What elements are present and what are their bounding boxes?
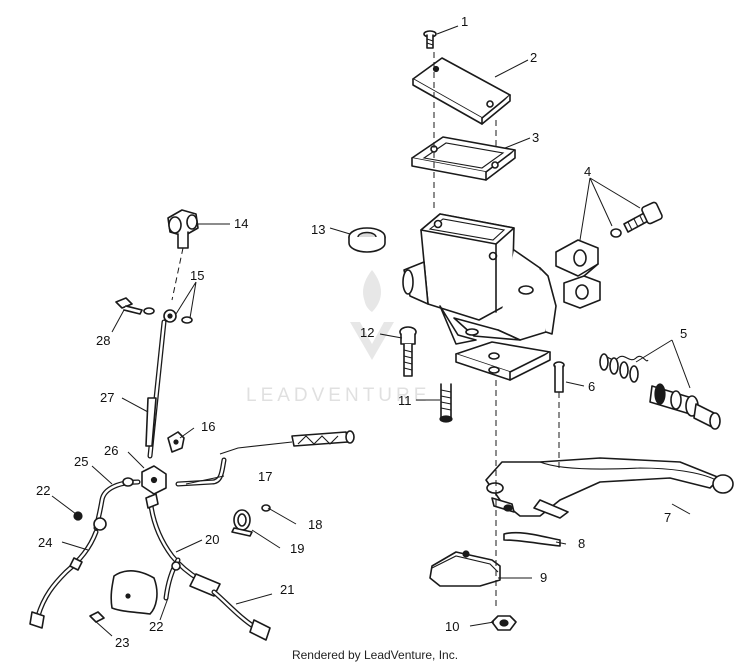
callout-4: 4: [584, 164, 591, 179]
part-14-tee-fitting: [167, 209, 199, 249]
callout-5: 5: [680, 326, 687, 341]
callout-27: 27: [100, 390, 114, 405]
callout-19: 19: [290, 541, 304, 556]
part-27-brake-line: [145, 319, 167, 459]
part-24-brake-hose: [29, 529, 99, 629]
part-23-bolt: [89, 611, 105, 623]
master-cylinder-body: [402, 213, 557, 345]
part-6-pin: [553, 361, 565, 393]
callout-25: 25: [74, 454, 88, 469]
part-4-clamp: [555, 201, 663, 309]
callout-13: 13: [311, 222, 325, 237]
callout-14: 14: [234, 216, 248, 231]
part-7-brake-lever: [485, 457, 734, 519]
callout-16: 16: [201, 419, 215, 434]
part-8-spring: [503, 531, 561, 547]
callout-2: 2: [530, 50, 537, 65]
callout-12: 12: [360, 325, 374, 340]
part-1-screw: [423, 30, 437, 49]
lever-mount-bracket: [455, 341, 551, 381]
part-26-junction-block: [141, 465, 167, 495]
part-21-brake-hose: [189, 573, 271, 641]
part-3-diaphragm: [411, 136, 516, 181]
part-20-brake-hose: [145, 493, 203, 583]
part-5-piston-kit: [599, 353, 721, 430]
callout-22-lower: 22: [149, 619, 163, 634]
callout-7: 7: [664, 510, 671, 525]
callouts: 1 2 3 4 5 6 7 8 9 10 11 12 13 14 15 16 1…: [36, 14, 687, 650]
callout-23: 23: [115, 635, 129, 650]
callout-6: 6: [588, 379, 595, 394]
callout-21: 21: [280, 582, 294, 597]
part-28-bolt: [115, 297, 143, 315]
callout-9: 9: [540, 570, 547, 585]
callout-28: 28: [96, 333, 110, 348]
callout-8: 8: [578, 536, 585, 551]
part-10-nut: [491, 615, 517, 631]
part-16-fitting: [167, 431, 185, 453]
part-11-bolt: [439, 383, 453, 423]
footer-credit: Rendered by LeadVenture, Inc.: [291, 648, 459, 662]
part-13-washer: [348, 227, 386, 253]
watermark: LEADVENTURE: [246, 270, 430, 406]
callout-3: 3: [532, 130, 539, 145]
part-15-washers: [143, 307, 193, 324]
callout-15: 15: [190, 268, 204, 283]
callout-10: 10: [445, 619, 459, 634]
part-18-screw: [261, 504, 271, 512]
watermark-text: LEADVENTURE: [246, 385, 430, 406]
part-12-bolt: [399, 326, 417, 377]
heat-shield: [110, 570, 158, 615]
watermark-flame-icon: [363, 270, 381, 312]
part-2-reservoir-cover: [412, 57, 511, 125]
callout-22-upper: 22: [36, 483, 50, 498]
part-9-lever-pad: [429, 550, 501, 587]
callout-20: 20: [205, 532, 219, 547]
callout-17: 17: [258, 469, 272, 484]
callout-24: 24: [38, 535, 52, 550]
part-19-clamp: [231, 509, 253, 537]
master-cylinder-assembly: [348, 30, 734, 631]
callout-1: 1: [461, 14, 468, 29]
part-17-brake-line: [175, 430, 355, 487]
part-22-clip-lower: [163, 557, 181, 601]
callout-11: 11: [398, 393, 412, 408]
watermark-v-icon: [350, 322, 394, 360]
callout-18: 18: [308, 517, 322, 532]
callout-26: 26: [104, 443, 118, 458]
leader-lines: [51, 25, 691, 637]
